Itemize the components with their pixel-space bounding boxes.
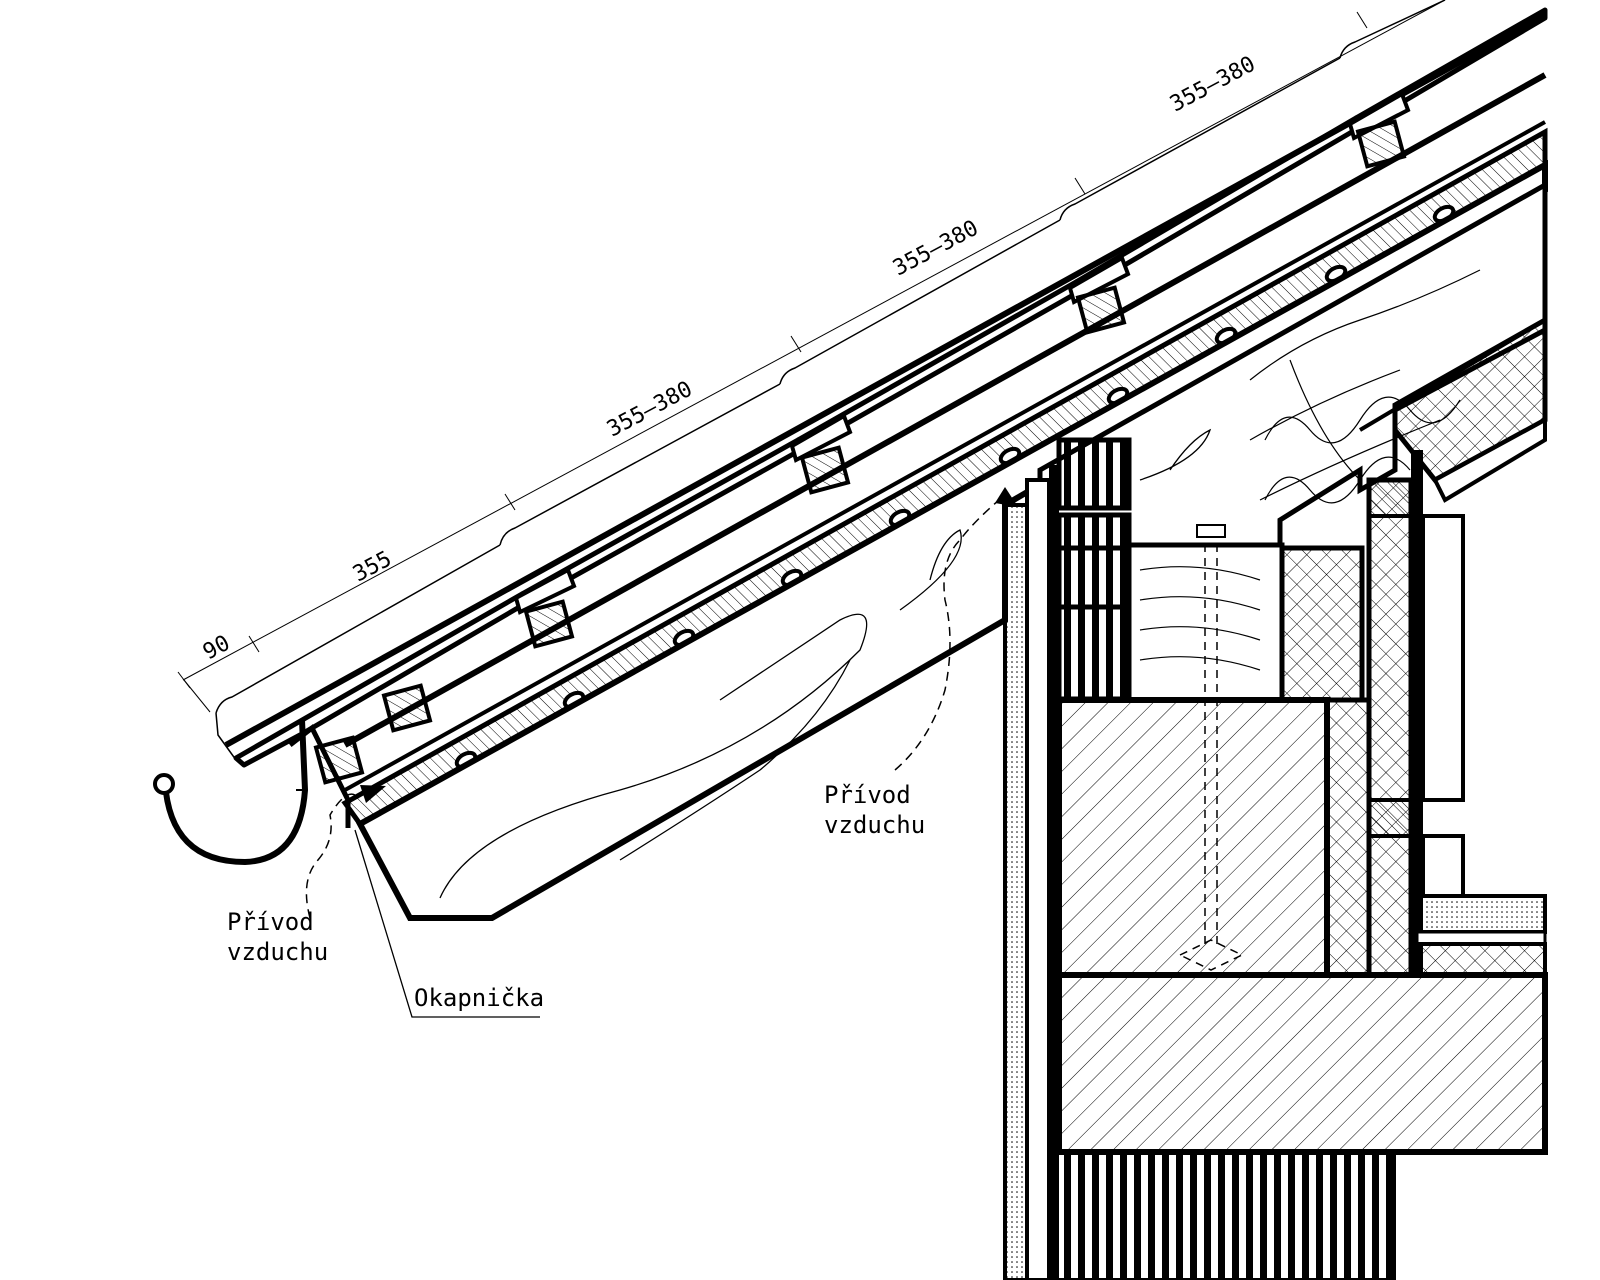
labels: Přívod vzduchu Přívod vzduchu Okapnička xyxy=(227,781,925,1012)
air-flow-arrows xyxy=(360,487,1018,803)
roof-battens xyxy=(313,91,1411,785)
leader-lines xyxy=(354,829,540,1018)
air-inlet-right-line2: vzduchu xyxy=(824,811,925,839)
wall xyxy=(1003,437,1548,1280)
dim-355: 355 xyxy=(349,547,396,588)
ceiling-layers xyxy=(1358,315,1548,503)
dim-90: 90 xyxy=(199,631,234,666)
gutter xyxy=(153,719,351,866)
air-inlet-left-line2: vzduchu xyxy=(227,938,328,966)
dim-355-380-a: 355–380 xyxy=(603,377,697,443)
dimension-chain xyxy=(177,0,1446,713)
air-inlet-left-line1: Přívod xyxy=(227,908,314,936)
air-flow-paths xyxy=(305,494,1006,919)
drip-edge-label: Okapnička xyxy=(414,984,544,1012)
roof-boarding xyxy=(341,120,1548,828)
air-inlet-right-line1: Přívod xyxy=(824,781,911,809)
